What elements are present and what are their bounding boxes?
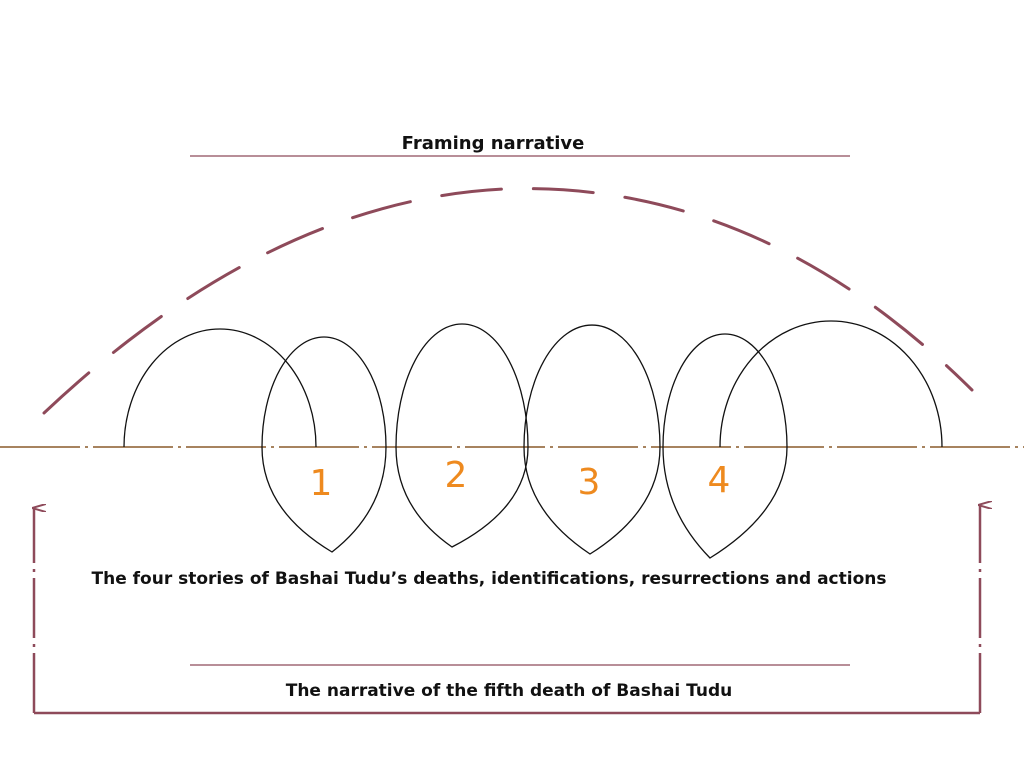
story-number-2: 2	[445, 455, 468, 496]
framing-narrative-title: Framing narrative	[402, 133, 585, 154]
story-shape-3	[523, 324, 661, 555]
framing-arc	[42, 187, 974, 415]
story-shape-1	[261, 336, 387, 553]
four-stories-caption: The four stories of Bashai Tudu’s deaths…	[92, 569, 887, 589]
story-number-3: 3	[578, 462, 601, 503]
outer-right-arc	[719, 320, 943, 448]
story-number-1: 1	[310, 463, 333, 504]
outer-left-arc	[123, 328, 317, 448]
fifth-death-caption: The narrative of the fifth death of Bash…	[286, 681, 733, 701]
story-shape-2	[395, 323, 529, 548]
story-shape-4	[662, 333, 788, 559]
story-number-4: 4	[708, 460, 731, 501]
